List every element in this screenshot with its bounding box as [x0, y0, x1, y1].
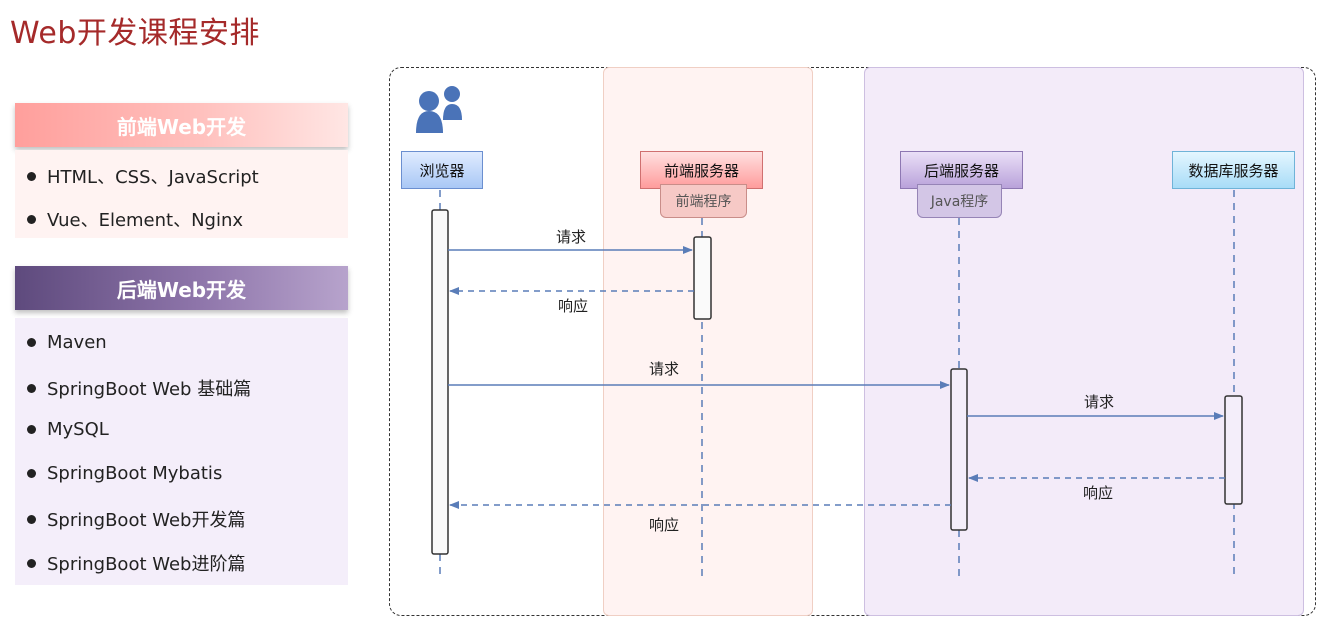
list-item-text: Maven [47, 332, 107, 353]
bullet-icon [27, 214, 36, 224]
list-item: HTML、CSS、JavaScript [27, 163, 259, 189]
backend-server-actor: 后端服务器 [900, 151, 1023, 189]
diagram-frame [389, 67, 1316, 616]
list-item-text: Vue、Element、Nginx [47, 210, 244, 231]
message-label: 响应 [649, 516, 680, 534]
list-item-text: SpringBoot Web开发篇 [47, 510, 246, 531]
frontend-program-tag: 前端程序 [660, 184, 747, 218]
bullet-icon [27, 338, 36, 347]
list-item: MySQL [27, 419, 109, 440]
frontend-server-activation [693, 236, 712, 320]
message-label: 请求 [649, 360, 680, 378]
list-item-text: HTML、CSS、JavaScript [47, 167, 259, 188]
bullet-icon [27, 558, 36, 568]
list-item: SpringBoot Mybatis [27, 463, 222, 484]
page-title: Web开发课程安排 [10, 16, 260, 51]
message-label: 请求 [1084, 393, 1115, 411]
bullet-icon [27, 425, 36, 434]
browser-actor: 浏览器 [401, 151, 483, 189]
database-server-activation [1224, 395, 1243, 505]
bullet-icon [27, 383, 36, 393]
list-item: SpringBoot Web开发篇 [27, 506, 245, 532]
bullet-icon [27, 469, 36, 478]
message-label: 请求 [556, 228, 587, 246]
list-item: Maven [27, 332, 107, 353]
frontend-panel-body: HTML、CSS、JavaScript Vue、Element、Nginx [15, 150, 348, 238]
message-label: 响应 [558, 297, 589, 315]
browser-activation [431, 209, 449, 555]
list-item-text: SpringBoot Web进阶篇 [47, 554, 246, 575]
list-item: SpringBoot Web 基础篇 [27, 375, 251, 401]
backend-program-tag: Java程序 [917, 184, 1002, 218]
database-server-actor: 数据库服务器 [1172, 151, 1295, 189]
bullet-icon [27, 171, 36, 181]
frontend-panel-header: 前端Web开发 [15, 103, 348, 147]
list-item-text: MySQL [47, 419, 109, 440]
backend-panel-header: 后端Web开发 [15, 266, 348, 310]
list-item-text: SpringBoot Web 基础篇 [47, 379, 252, 400]
bullet-icon [27, 514, 36, 524]
backend-server-activation [950, 368, 968, 531]
list-item: SpringBoot Web进阶篇 [27, 550, 245, 576]
users-icon [416, 86, 462, 133]
frontend-server-actor: 前端服务器 [640, 151, 763, 189]
list-item-text: SpringBoot Mybatis [47, 463, 223, 484]
backend-panel-body: Maven SpringBoot Web 基础篇 MySQL SpringBoo… [15, 318, 348, 585]
message-label: 响应 [1083, 484, 1114, 502]
list-item: Vue、Element、Nginx [27, 206, 243, 232]
